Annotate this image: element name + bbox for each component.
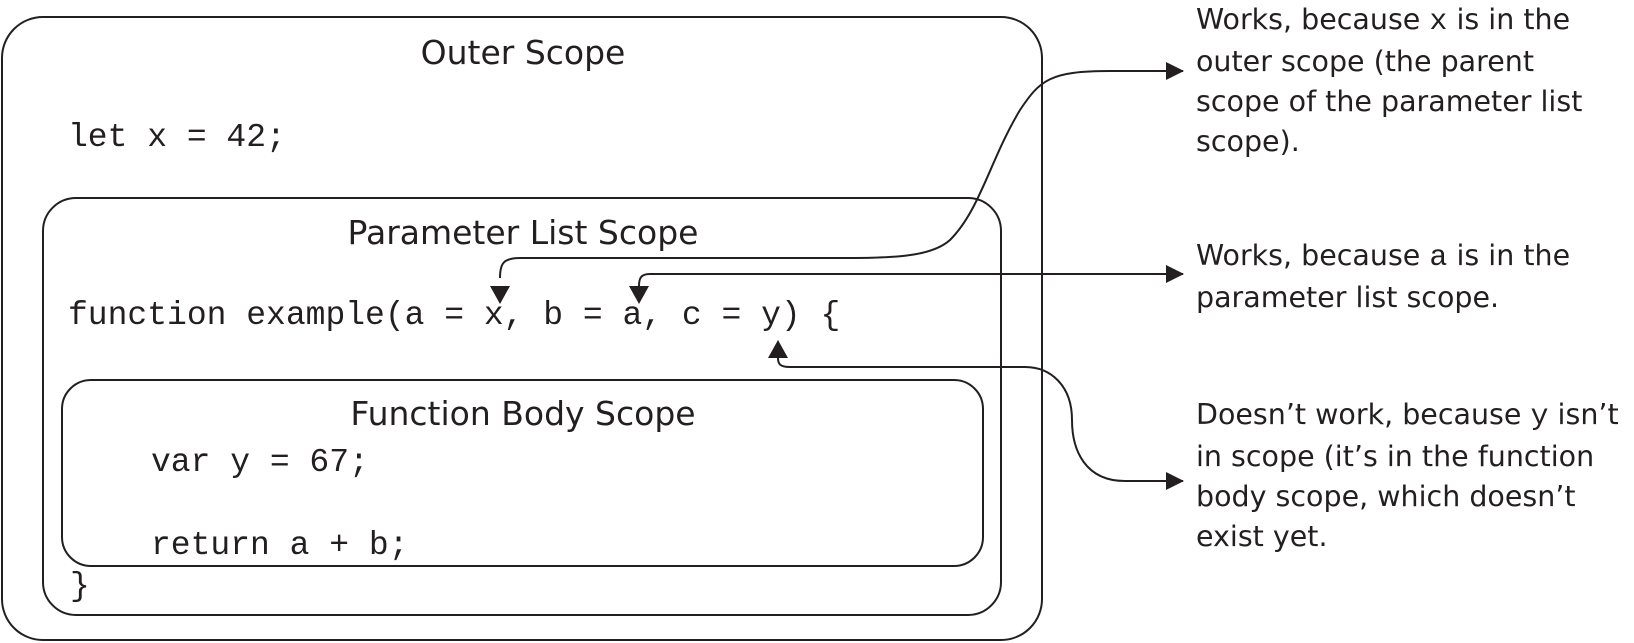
a-variable-code: a [1429, 241, 1448, 275]
y-note-line-2: in scope (it’s in the function [1196, 440, 1595, 473]
y-note-line-1: Doesn’t work, because y isn’t [1196, 398, 1619, 434]
a-note-arrowhead [1166, 265, 1184, 283]
y-variable-code: y [1530, 400, 1549, 434]
a-lookup-note: Works, because a is in the parameter lis… [1196, 236, 1634, 318]
x-variable-code: x [1429, 5, 1448, 39]
y-note-line-3: body scope, which doesn’t [1196, 480, 1576, 513]
function-signature-code: function example(a = x, b = a, c = y) { [68, 297, 841, 334]
y-lookup-note: Doesn’t work, because y isn’t in scope (… [1196, 395, 1634, 557]
function-body-code-line-2: return a + b; [151, 527, 409, 564]
a-note-line-2: parameter list scope. [1196, 281, 1500, 314]
outer-scope-title: Outer Scope [420, 33, 626, 72]
parameter-list-scope-title: Parameter List Scope [347, 213, 699, 252]
function-closing-brace: } [70, 568, 90, 605]
outer-scope-code: let x = 42; [68, 119, 286, 156]
function-body-scope-title: Function Body Scope [350, 394, 696, 433]
y-note-arrowhead [1166, 472, 1184, 490]
x-note-line-1: Works, because x is in the [1196, 3, 1571, 39]
x-note-line-2: outer scope (the parent [1196, 45, 1534, 78]
function-body-code-line-1: var y = 67; [151, 444, 369, 481]
x-note-arrowhead [1166, 62, 1184, 80]
x-note-line-4: scope). [1196, 125, 1300, 158]
x-note-line-3: scope of the parameter list [1196, 85, 1583, 118]
x-lookup-note: Works, because x is in the outer scope (… [1196, 0, 1634, 162]
a-note-line-1: Works, because a is in the [1196, 239, 1571, 275]
y-note-line-4: exist yet. [1196, 520, 1328, 553]
